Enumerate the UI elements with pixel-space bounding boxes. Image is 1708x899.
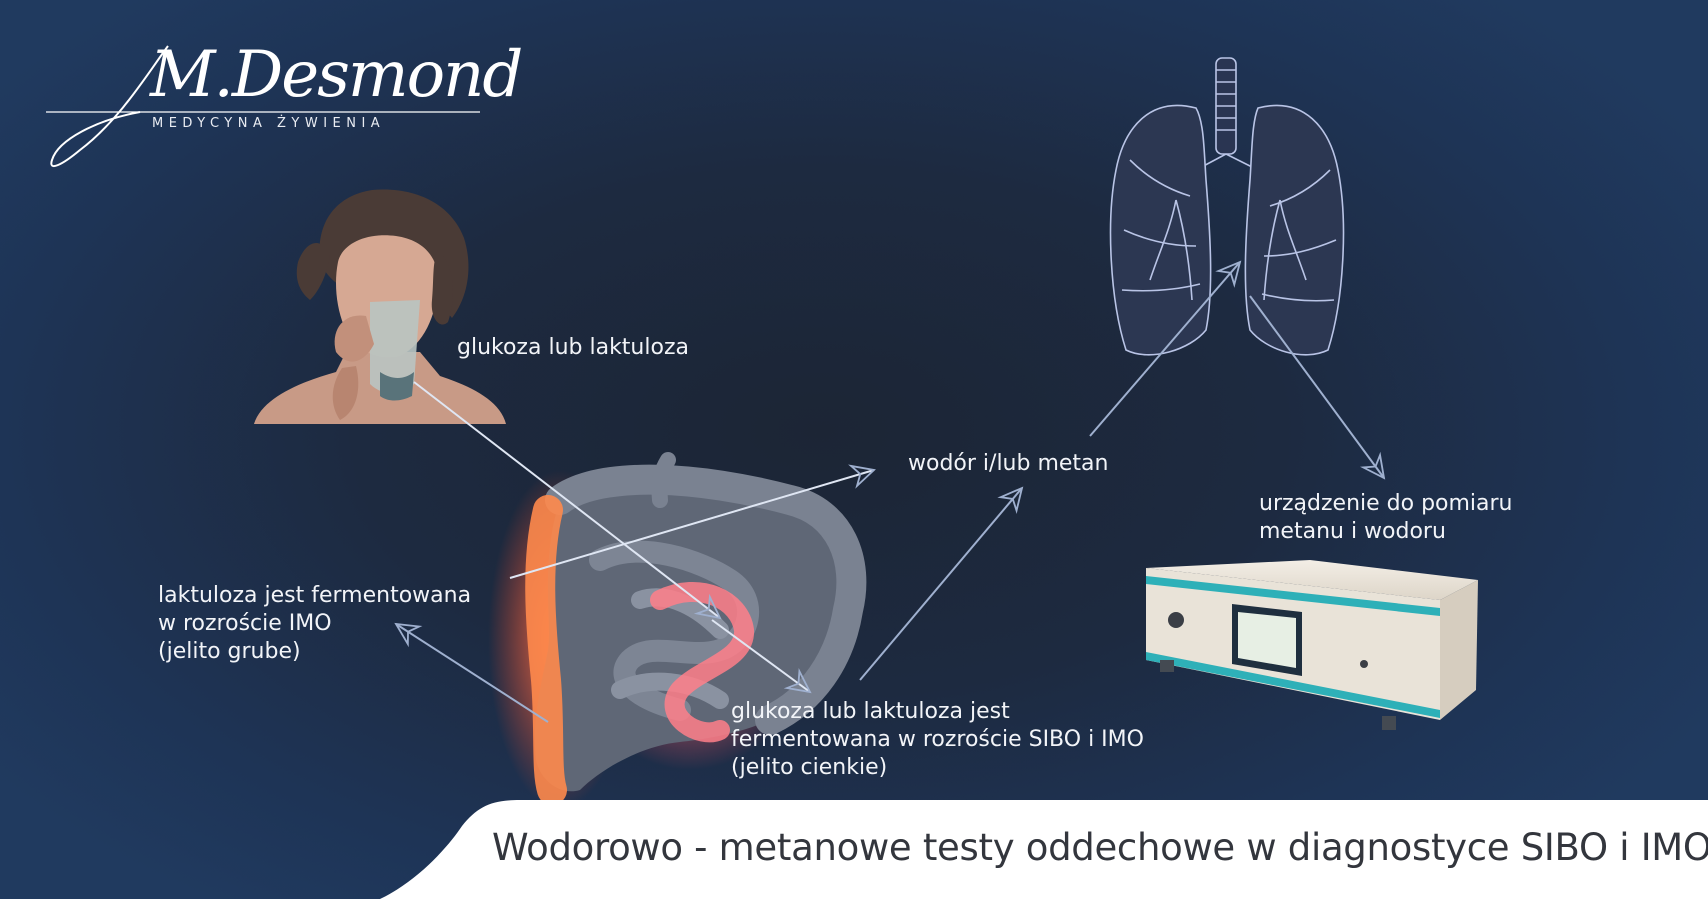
woman-drinking-icon xyxy=(254,189,506,424)
label-device-line-2: metanu i wodoru xyxy=(1259,519,1446,544)
label-large-intestine: laktuloza jest fermentowana w rozroście … xyxy=(158,582,471,666)
caption-title: Wodorowo - metanowe testy oddechowe w di… xyxy=(492,826,1708,869)
label-gas-line: wodór i/lub metan xyxy=(908,451,1109,476)
label-large-intestine-line-2: w rozroście IMO xyxy=(158,611,332,636)
brand-logo: M.Desmond xyxy=(150,38,523,112)
arrow-small-intestine-up xyxy=(711,619,812,694)
label-large-intestine-line-3: (jelito grube) xyxy=(158,639,301,664)
label-device-line-1: urządzenie do pomiaru xyxy=(1259,491,1513,516)
label-drink: glukoza lub laktuloza xyxy=(457,334,689,362)
arrow-intestine-to-gas-lower xyxy=(859,486,1024,681)
intestine-icon xyxy=(488,452,867,810)
arrow-drink-to-intestine xyxy=(413,381,722,620)
arrow-gas-to-lungs xyxy=(1089,260,1242,437)
arrow-lungs-to-device xyxy=(1249,295,1386,480)
lungs-icon xyxy=(1109,57,1345,356)
label-small-intestine-line-1: glukoza lub laktuloza jest xyxy=(731,699,1010,724)
footer-caption-panel xyxy=(380,800,1708,899)
arrow-to-large-intestine-label xyxy=(394,622,549,723)
label-drink-line: glukoza lub laktuloza xyxy=(457,335,689,360)
brand-logo-swash xyxy=(46,45,480,168)
label-large-intestine-line-1: laktuloza jest fermentowana xyxy=(158,583,472,608)
label-small-intestine: glukoza lub laktuloza jest fermentowana … xyxy=(731,698,1144,782)
label-small-intestine-line-2: fermentowana w rozroście SIBO i IMO xyxy=(731,727,1144,752)
arrow-intestine-to-gas xyxy=(509,464,876,579)
brand-tagline: MEDYCYNA ŻYWIENIA xyxy=(152,116,386,131)
breath-analyzer-device-icon xyxy=(1146,560,1478,730)
label-gas: wodór i/lub metan xyxy=(908,450,1108,478)
label-device: urządzenie do pomiaru metanu i wodoru xyxy=(1259,490,1513,546)
label-small-intestine-line-3: (jelito cienkie) xyxy=(731,755,888,780)
